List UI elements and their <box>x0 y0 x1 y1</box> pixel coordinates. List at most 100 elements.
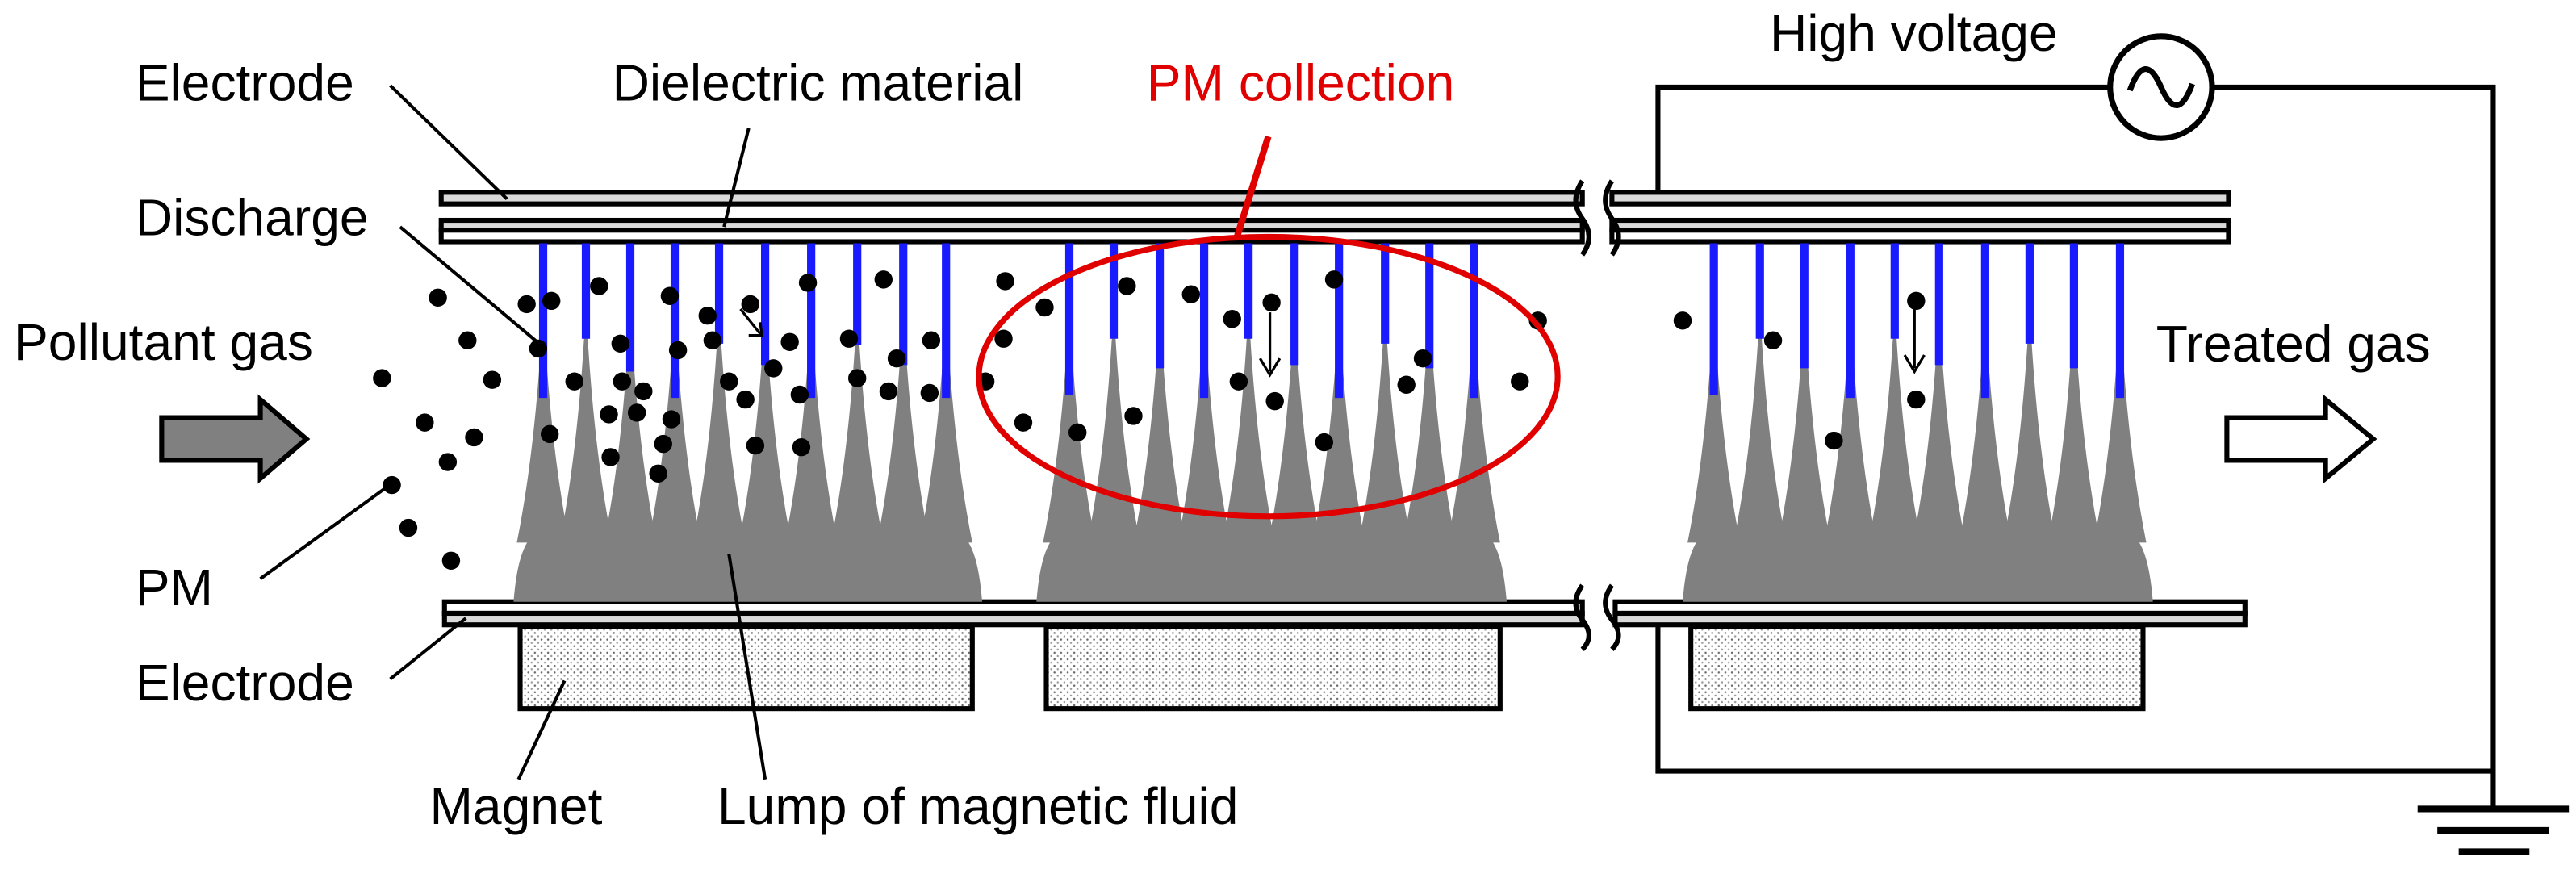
fluid-lump-3 <box>1682 303 2153 602</box>
pm-particle <box>1223 310 1241 328</box>
top-plate-band-left <box>438 228 1585 245</box>
fluid-spike <box>1778 303 1831 543</box>
break-top-a <box>1573 179 1591 257</box>
leader-magnet <box>516 679 567 780</box>
wire-bottom-loop <box>1655 625 2494 774</box>
fluid-spike <box>1177 303 1231 543</box>
pm-particle <box>613 372 632 391</box>
label-electrode-bottom: Electrode <box>136 654 354 712</box>
pm-particle <box>601 448 620 466</box>
pm-particle <box>1673 311 1692 330</box>
pm-particle <box>611 334 629 353</box>
discharge-needles <box>538 243 2125 399</box>
leader-dielectric <box>722 128 751 228</box>
pm-particle <box>1068 423 1087 442</box>
pm-particle <box>847 369 867 387</box>
pm-particle <box>1324 270 1344 289</box>
fluid-spike <box>830 303 884 543</box>
pm-particle <box>1907 291 1926 311</box>
fluid-lump-1 <box>513 303 983 602</box>
fluid-spike <box>1312 303 1365 543</box>
fluid-spike <box>2047 303 2101 543</box>
fluid-spike <box>784 303 838 543</box>
label-lump-of-magnetic-fluid: Lump of magnetic fluid <box>717 777 1238 835</box>
fluid-spike <box>1733 303 1787 543</box>
pm-particle <box>792 437 811 457</box>
magnetic-fluid-lumps <box>513 303 2153 602</box>
fluid-spike <box>1913 303 1966 543</box>
pm-particle <box>1124 407 1143 425</box>
fluid-lump-2 <box>1036 303 1507 602</box>
pollutant-gas-arrow <box>159 394 311 484</box>
leader-electrode-top <box>389 84 508 200</box>
fluid-spike <box>1358 303 1411 543</box>
pm-collection-ellipse <box>976 233 1561 520</box>
pm-particle <box>1397 375 1416 394</box>
break-marks <box>1573 179 1621 651</box>
bottom-plates <box>441 599 2248 628</box>
label-magnet: Magnet <box>429 777 602 835</box>
pm-particle <box>839 329 859 348</box>
pm-particle <box>441 551 461 570</box>
wire-source-to-ground <box>2214 84 2496 809</box>
pm-particle <box>1265 391 1284 411</box>
pm-particle <box>1315 433 1334 452</box>
wire-to-top-electrode <box>1655 84 2110 193</box>
pm-particle <box>529 339 548 358</box>
pm-particle <box>1763 331 1783 349</box>
pm-particle <box>996 272 1014 291</box>
pm-collection-pointer <box>1233 135 1272 238</box>
fluid-spike <box>738 303 792 543</box>
pm-arrow-2 <box>1258 312 1282 378</box>
pm-particle <box>764 359 783 378</box>
fluid-spike <box>2003 303 2056 543</box>
pm-particle <box>542 291 561 311</box>
label-discharge: Discharge <box>136 188 369 246</box>
pm-particle <box>660 286 680 305</box>
fluid-spike <box>1268 303 1321 543</box>
label-pm-collection: PM collection <box>1147 53 1455 111</box>
fluid-lump-base <box>1036 529 1507 602</box>
pm-particle <box>600 405 618 424</box>
fluid-lump-base <box>1682 529 2153 602</box>
pm-particle <box>458 331 477 349</box>
fluid-spike <box>1687 303 1741 543</box>
fluid-spike <box>2093 303 2147 543</box>
magnet-3 <box>1688 624 2146 712</box>
pm-motion-arrows <box>739 308 1926 378</box>
top-electrode-right <box>1609 190 2231 233</box>
pm-particle <box>790 385 809 404</box>
label-electrode-top: Electrode <box>136 53 354 111</box>
pm-particle <box>1511 372 1529 391</box>
pm-particle <box>698 306 717 325</box>
fluid-spike <box>1824 303 1877 543</box>
pm-particle <box>703 331 722 349</box>
bottom-dielectric-right <box>1612 610 2248 628</box>
pm-particle <box>1825 431 1843 450</box>
circuit <box>1655 84 2496 809</box>
pm-particle <box>1229 372 1248 391</box>
pm-particle <box>922 331 941 349</box>
label-dielectric-material: Dielectric material <box>613 53 1024 111</box>
pm-particle <box>1262 293 1281 312</box>
fluid-spike <box>516 303 570 543</box>
pm-particle <box>746 436 765 455</box>
pm-particle <box>1181 285 1200 303</box>
pm-particle <box>517 295 536 314</box>
magnet-2 <box>1043 624 1503 712</box>
pm-particle <box>429 288 447 307</box>
label-pollutant-gas: Pollutant gas <box>14 313 313 371</box>
fluid-spike <box>1403 303 1456 543</box>
pm-particle <box>879 382 898 401</box>
leader-lines <box>259 84 767 780</box>
fluid-spike <box>1087 303 1140 543</box>
magnets <box>517 624 2146 712</box>
pm-particle <box>741 295 759 314</box>
pm-arrow-1 <box>739 308 763 337</box>
pm-particle <box>483 370 502 389</box>
pm-particle <box>662 410 681 429</box>
pm-particle <box>438 453 458 471</box>
pm-particle <box>416 413 434 432</box>
pm-particle <box>874 270 893 289</box>
label-pm: PM <box>136 558 213 617</box>
